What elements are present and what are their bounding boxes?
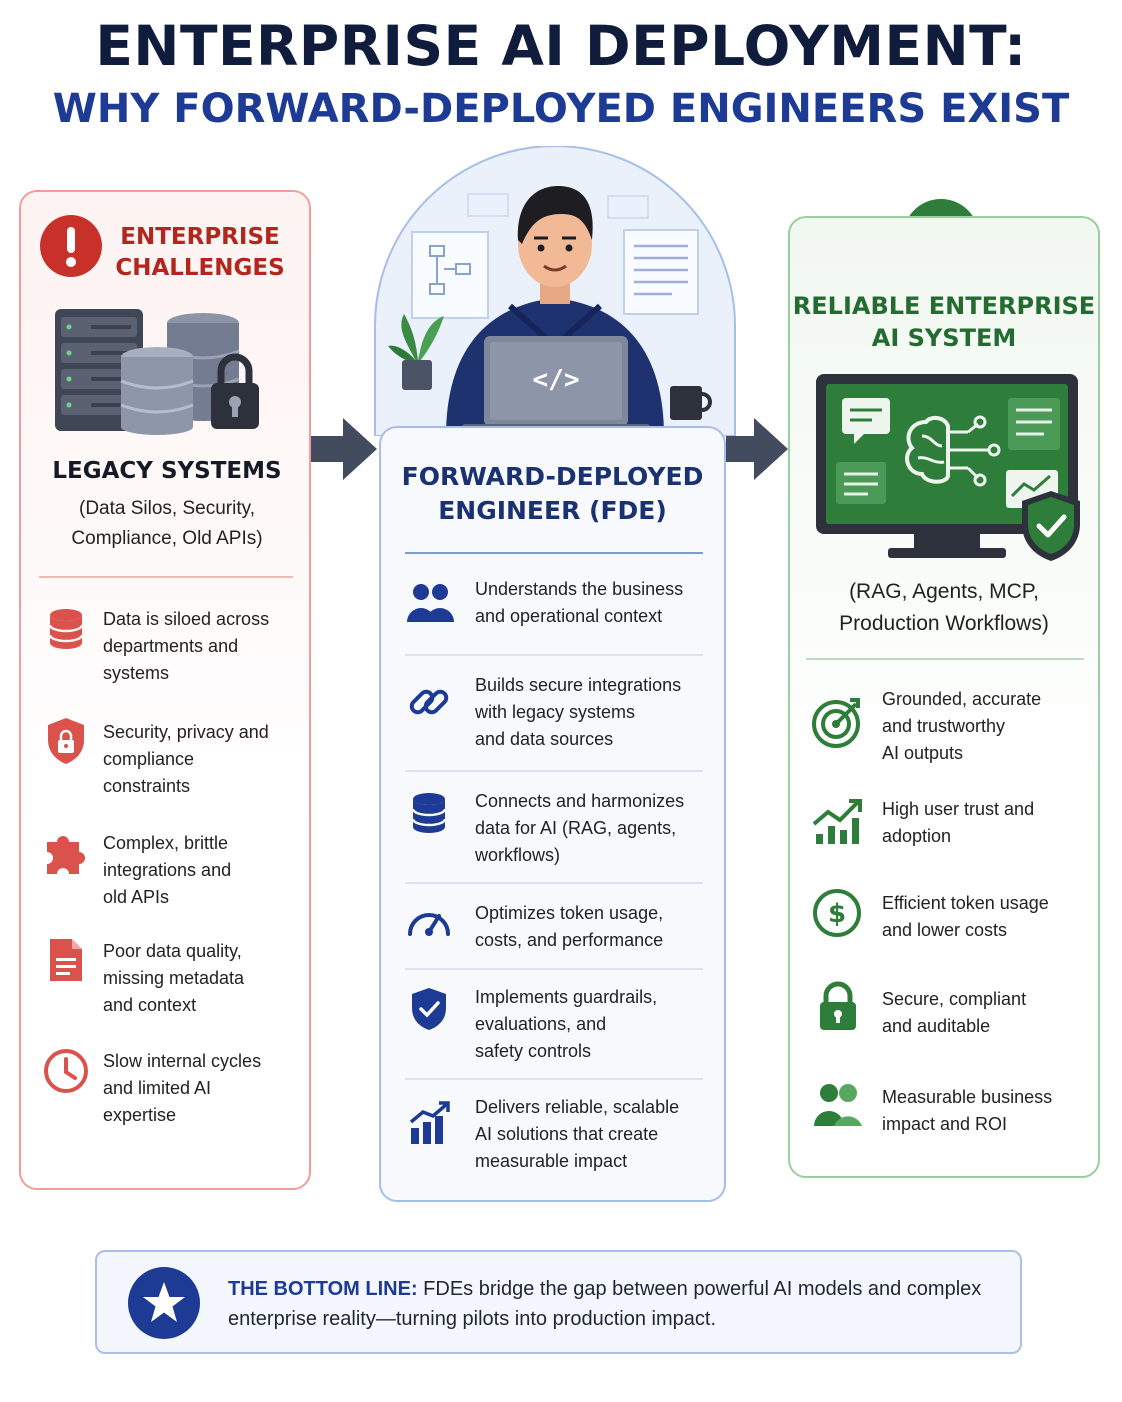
challenges-heading: ENTERPRISE CHALLENGES: [115, 224, 285, 281]
alert-icon: [40, 215, 102, 277]
ai-monitor-icon: [816, 374, 1078, 558]
dollar-icon: $: [813, 889, 861, 937]
bottom-line-text: THE BOTTOM LINE: FDEs bridge the gap bet…: [228, 1274, 998, 1334]
padlock-icon: [820, 981, 856, 1030]
database-icon: [48, 609, 84, 649]
arrow-right-icon: [311, 418, 377, 480]
bottom-line-banner: THE BOTTOM LINE: FDEs bridge the gap bet…: [95, 1250, 1022, 1354]
fde-card: FORWARD-DEPLOYED ENGINEER (FDE) Understa…: [379, 426, 726, 1202]
bottom-line-label: THE BOTTOM LINE:: [228, 1278, 418, 1300]
divider: [405, 1078, 703, 1080]
people-icon: [407, 584, 454, 622]
reliable-ai-system-card: RELIABLE ENTERPRISE AI SYSTEM (RAG, Agen…: [788, 216, 1100, 1178]
growth-chart-icon: [409, 1101, 450, 1144]
document-icon: [50, 939, 82, 981]
divider: [405, 552, 703, 554]
page-subtitle: WHY FORWARD-DEPLOYED ENGINEERS EXIST: [52, 86, 1070, 132]
trend-up-icon: [812, 799, 862, 844]
legacy-systems-title: LEGACY SYSTEMS: [52, 458, 282, 484]
arrow-right-icon: [726, 418, 788, 480]
shield-lock-icon: [48, 718, 84, 764]
clock-icon: [44, 1049, 88, 1093]
ai-system-details: (RAG, Agents, MCP, Production Workflows): [839, 580, 1049, 635]
legacy-systems-details: (Data Silos, Security, Compliance, Old A…: [71, 498, 263, 549]
page-title: ENTERPRISE AI DEPLOYMENT:: [95, 14, 1027, 78]
shield-check-icon: [412, 988, 446, 1030]
security-shield-icon: [1022, 491, 1080, 561]
divider: [405, 882, 703, 884]
database-icon: [411, 793, 447, 833]
divider: [39, 576, 293, 578]
reliable-ai-heading: RELIABLE ENTERPRISE AI SYSTEM: [792, 292, 1096, 352]
code-icon: </>: [533, 365, 580, 395]
puzzle-icon: [47, 836, 85, 874]
people-icon: [814, 1084, 862, 1126]
enterprise-challenges-card: ENTERPRISE CHALLENGES LEGACY SYSTEMS (Da…: [19, 190, 311, 1190]
fde-heading: FORWARD-DEPLOYED ENGINEER (FDE): [401, 462, 704, 525]
star-icon: [128, 1267, 200, 1339]
bottom-line-message: FDEs bridge the gap between powerful AI …: [228, 1278, 982, 1330]
link-icon: [409, 689, 449, 715]
engineer-illustration: </>: [374, 146, 736, 436]
target-icon: [812, 698, 860, 748]
svg-text:$: $: [828, 899, 846, 929]
fde-item: Optimizes token usage,costs, and perform…: [475, 903, 664, 950]
divider: [806, 658, 1084, 660]
divider: [405, 770, 703, 772]
divider: [405, 654, 703, 656]
divider: [405, 968, 703, 970]
legacy-servers-icon: [55, 309, 259, 435]
speedometer-icon: [408, 913, 450, 936]
